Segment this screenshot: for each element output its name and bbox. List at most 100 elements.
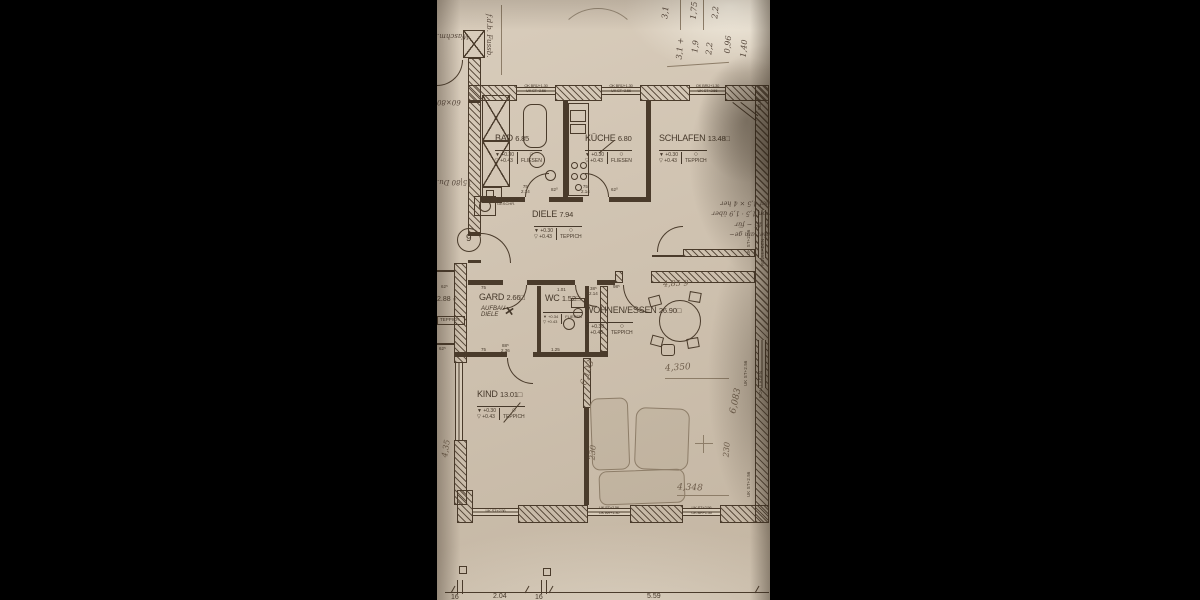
shaft-box — [482, 187, 502, 203]
hand-stroke — [680, 0, 681, 30]
wall-segment — [640, 85, 690, 101]
wall-segment — [683, 249, 755, 257]
door-arc — [507, 358, 533, 384]
dim-label: 62⁵ — [439, 346, 446, 351]
door-arc — [437, 60, 463, 86]
dimension-line — [445, 592, 769, 593]
room-label-kueche: KÜCHE 6.80 — [585, 133, 632, 143]
column-marker — [543, 568, 551, 576]
room-sub-wc: ▼ +0.34▽ +0.43 FLIESEN — [543, 312, 582, 324]
handwritten-dim: 4,35 — [439, 438, 452, 459]
dim-label: 62⁰ — [611, 187, 618, 192]
window — [473, 508, 518, 516]
room-sub-kueche: ▼ +0.30▽ +0.43 ○FLIESEN — [585, 150, 632, 165]
wall-segment — [646, 101, 651, 200]
bench-sketch — [598, 468, 686, 506]
chair — [688, 291, 702, 303]
chimney-corner — [463, 30, 485, 58]
window — [758, 340, 766, 388]
bathtub — [523, 104, 547, 148]
shaft-box-inner — [486, 190, 494, 198]
window — [588, 508, 630, 516]
dim-label: 75 — [481, 347, 487, 352]
handwritten-dim: 6,103 — [579, 359, 597, 387]
bottom-dim: 16 — [451, 594, 459, 600]
wc-toilet — [573, 308, 583, 318]
table-sketch — [633, 407, 691, 471]
wall-segment — [563, 101, 568, 200]
stove-burner — [580, 173, 587, 180]
bottom-dim: 16 — [535, 594, 543, 600]
room-label-wohnen: WOHNEN/ESSEN 26.90□ — [585, 305, 682, 315]
handwritten-calc: 3,1 — [660, 5, 671, 20]
wall-segment — [481, 197, 525, 202]
bottom-dim: 2.04 — [493, 593, 507, 600]
chair — [686, 337, 700, 349]
kitchen-sink — [570, 124, 586, 134]
kitchen-sink — [570, 110, 586, 122]
wall-segment — [454, 263, 467, 363]
wall-segment — [585, 286, 589, 352]
wall-segment — [651, 271, 755, 283]
handwritten-dim: 6,083 — [728, 387, 744, 415]
wall-segment — [615, 271, 623, 283]
dim-label: 62⁵ — [441, 284, 448, 289]
room-label-bad: BAD 6.85 — [495, 133, 530, 143]
wall-line — [652, 255, 684, 257]
room-sub-diele: ▼ +0.30▽ +0.43 ○TEPPICH — [534, 226, 582, 241]
hand-stroke — [557, 8, 639, 80]
side-label: UK ST+2.56 — [746, 471, 751, 497]
room-label-gard: GARD 2.66□ — [479, 292, 525, 302]
hand-stroke — [667, 61, 729, 68]
toilet — [529, 152, 545, 168]
handwritten-calc: 1,40 — [738, 39, 750, 58]
handwritten-calc: 0,96 — [722, 35, 734, 54]
wall-segment — [454, 352, 507, 357]
side-label: BD.U — [757, 98, 762, 110]
stove-burner — [571, 173, 578, 180]
kitchen-counter — [568, 103, 589, 196]
room-label-wc: WC 1.52□ — [545, 293, 581, 303]
entrance-number-badge: 9 — [457, 228, 481, 252]
room-label-schlafen: SCHLAFEN 13.48□ — [659, 133, 730, 143]
wall-segment — [755, 85, 769, 523]
bottom-dim: 5.59 — [647, 593, 661, 600]
wall-segment — [630, 505, 683, 523]
wall-segment — [600, 286, 608, 352]
door-arc — [481, 233, 511, 263]
handwritten-margin: 60×80 — [437, 98, 461, 106]
dim-extension — [546, 580, 547, 594]
stove-burner — [580, 162, 587, 169]
dim-extension — [462, 580, 463, 594]
dim-extension — [457, 580, 458, 594]
dining-table — [659, 300, 701, 342]
wall-segment — [537, 286, 541, 352]
wc-cistern — [571, 298, 585, 308]
handwritten-cursive-block: hier am ge~+ 45 ~ für von 1,5 · 1,9 über… — [711, 199, 770, 239]
crosshair — [703, 435, 705, 453]
side-label: ROLLLADEN — [758, 370, 763, 398]
handwritten-dim: 230 — [587, 444, 598, 461]
window — [683, 508, 720, 516]
handwritten-dim: 4,85 9 — [662, 278, 689, 289]
handwritten-calc: 2,2 — [704, 41, 715, 56]
window — [758, 210, 766, 258]
window — [455, 363, 463, 440]
wall-segment — [518, 505, 588, 523]
window — [602, 87, 640, 95]
column-marker — [459, 566, 467, 574]
wall-segment — [584, 408, 589, 505]
handwritten-dim: 4,348 — [676, 482, 703, 494]
handwritten-calc: 1,9 — [690, 39, 701, 54]
wall-segment — [609, 197, 651, 202]
wall-segment — [549, 197, 583, 202]
handwritten-calc: 2,2 — [710, 5, 721, 20]
handwritten-dim: 4,350 — [664, 362, 692, 374]
